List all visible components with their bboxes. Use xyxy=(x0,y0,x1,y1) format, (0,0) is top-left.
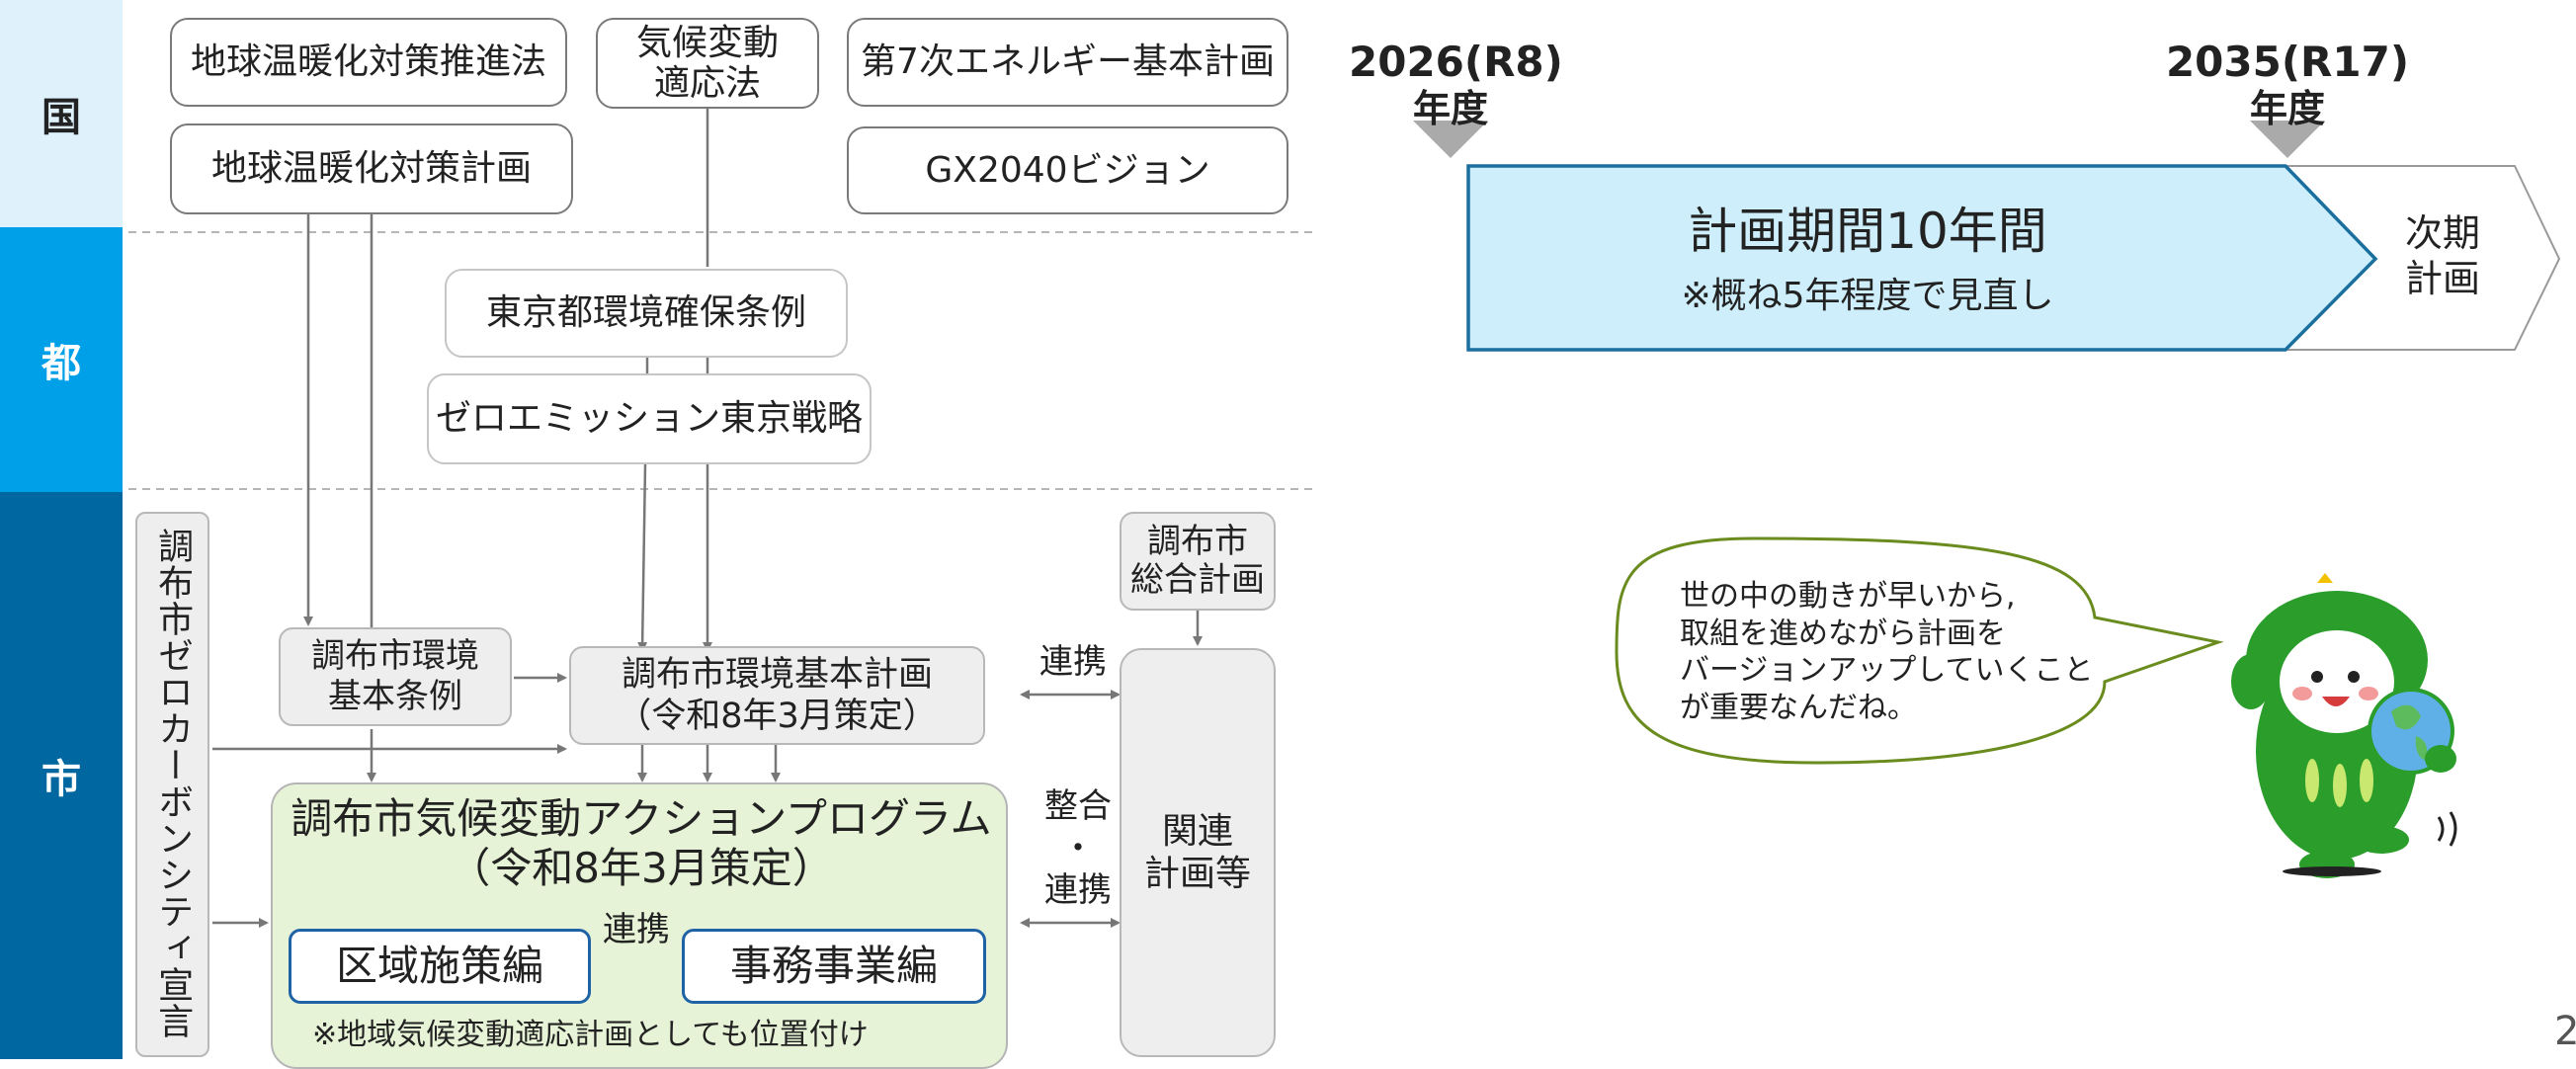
level-band-city: 市 xyxy=(0,492,123,1059)
box-gx-vision: GX2040ビジョン xyxy=(847,126,1288,214)
end-marker-icon xyxy=(2250,121,2325,158)
timeline-start-suffix: 年度 xyxy=(1412,87,1488,130)
box-zero-emission-strategy: ゼロエミッション東京戦略 xyxy=(427,373,872,464)
box-area-policy: 区域施策編 xyxy=(289,929,591,1004)
box-adaptation-law: 気候変動 適応法 xyxy=(596,18,819,109)
box-climate-action-program: 調布市気候変動アクションプログラム （令和8年3月策定） xyxy=(271,782,1008,1069)
box-zero-carbon-declaration: 調布市ゼロカーボンシティ宣言 xyxy=(135,512,209,1057)
text-warming-plan: 地球温暖化対策計画 xyxy=(210,148,532,190)
text-general-plan: 調布市 総合計画 xyxy=(1130,521,1265,600)
box-energy-plan: 第7次エネルギー基本計画 xyxy=(847,18,1288,107)
timeline-end-year: 2035(R17) xyxy=(2165,38,2410,86)
text-related-plans: 関連 計画等 xyxy=(1143,810,1251,894)
text-office-project: 事務事業編 xyxy=(729,941,938,990)
timeline-start-year: 2026(R8) xyxy=(1349,38,1563,86)
text-area-policy: 区域施策編 xyxy=(335,941,543,990)
level-band-metro: 都 xyxy=(0,227,123,492)
box-warming-promotion-law: 地球温暖化対策推進法 xyxy=(170,18,567,107)
box-related-plans: 関連 計画等 xyxy=(1120,648,1276,1057)
text-adaptation-law: 気候変動 適応法 xyxy=(635,22,779,104)
text-program-note: ※地域気候変動適応計画としても位置付け xyxy=(312,1018,869,1052)
text-zero-carbon-declaration: 調布市ゼロカーボンシティ宣言 xyxy=(152,528,194,1039)
box-general-plan: 調布市 総合計画 xyxy=(1120,512,1276,611)
box-tokyo-ordinance: 東京都環境確保条例 xyxy=(445,269,848,358)
text-env-ordinance: 調布市環境 基本条例 xyxy=(311,636,479,716)
level-label-city: 市 xyxy=(42,757,81,802)
label-link-1: 連携 xyxy=(1039,642,1107,682)
start-marker-icon xyxy=(1413,121,1488,158)
level-label-national: 国 xyxy=(42,95,81,140)
plan-period-note: ※概ね5年程度で見直し xyxy=(1681,276,2054,316)
text-gx-vision: GX2040ビジョン xyxy=(925,149,1210,191)
text-tokyo-ordinance: 東京都環境確保条例 xyxy=(485,292,806,334)
box-warming-plan: 地球温暖化対策計画 xyxy=(170,123,573,214)
page-number: 2 xyxy=(2554,1009,2576,1054)
plan-period-arrow xyxy=(1466,164,2378,352)
box-env-basic-plan: 調布市環境基本計画 （令和8年3月策定） xyxy=(569,646,985,745)
text-warming-promotion-law: 地球温暖化対策推進法 xyxy=(190,41,546,83)
level-label-metro: 都 xyxy=(42,341,81,386)
box-office-project: 事務事業編 xyxy=(682,929,986,1004)
text-env-plan-title: 調布市環境基本計画 xyxy=(621,655,933,695)
text-zero-emission-strategy: ゼロエミッション東京戦略 xyxy=(435,398,863,440)
level-band-national: 国 xyxy=(0,0,123,227)
speech-bubble-text: 世の中の動きが早いから, 取組を進めながら計画を バージョンアップしていくこと … xyxy=(1680,579,2094,725)
box-env-ordinance: 調布市環境 基本条例 xyxy=(279,627,512,726)
text-program-date: （令和8年3月策定） xyxy=(449,844,834,892)
text-energy-plan: 第7次エネルギー基本計画 xyxy=(861,41,1275,83)
timeline-end-suffix: 年度 xyxy=(2249,87,2325,130)
next-period-label: 次期 計画 xyxy=(2404,211,2480,300)
plan-period-title: 計画期間10年間 xyxy=(1688,203,2047,260)
text-program-title: 調布市気候変動アクションプログラム xyxy=(291,794,992,843)
label-link-2: 連携 xyxy=(603,910,670,949)
text-env-plan-date: （令和8年3月策定） xyxy=(617,697,938,736)
label-integrate-link: 整合 ・ 連携 xyxy=(1044,786,1112,910)
